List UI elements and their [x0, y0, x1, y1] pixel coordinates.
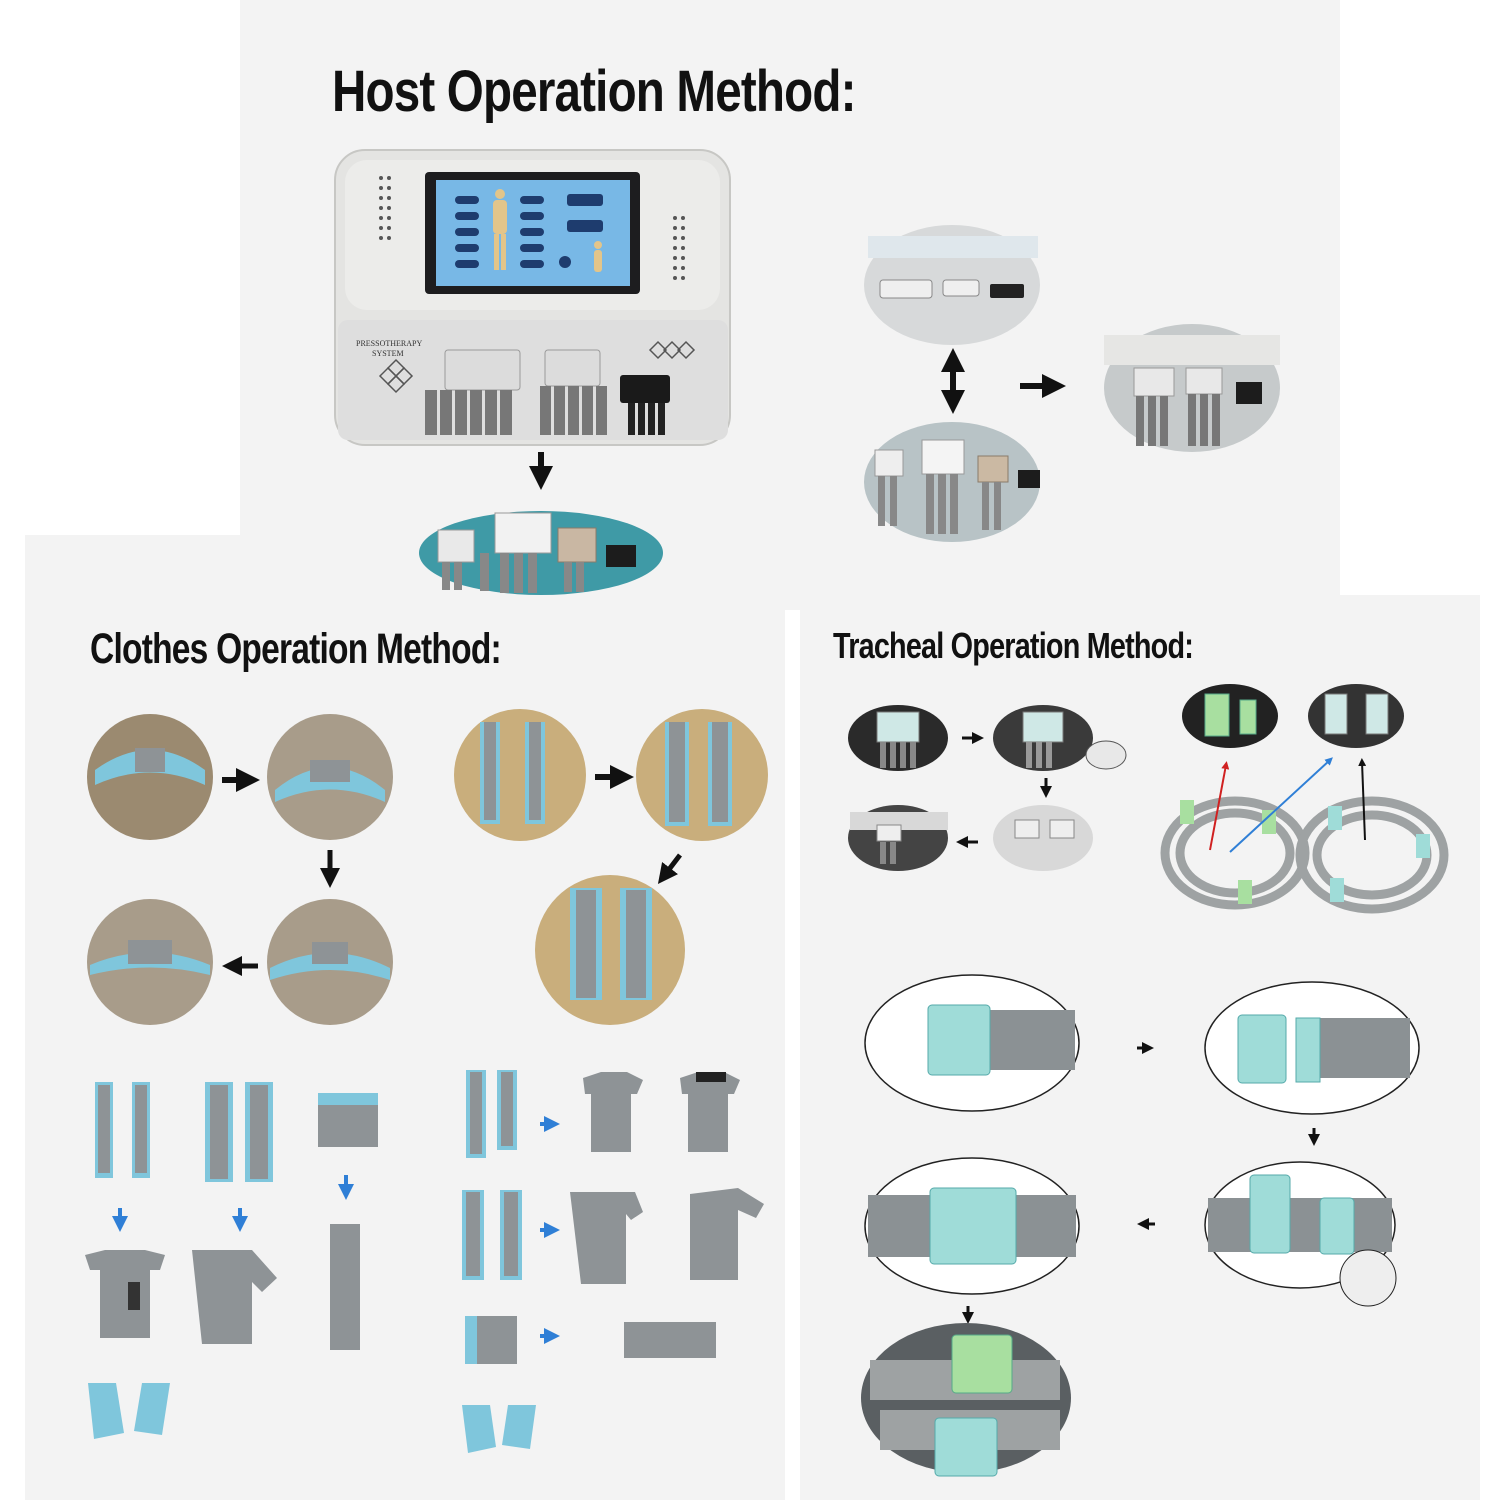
legs-step-2: [636, 709, 768, 841]
coiled-tube-mint-connectors: [1328, 806, 1430, 902]
storage2-wrap-folded: [624, 1322, 716, 1358]
device-pattern-icon: [648, 340, 696, 360]
connector-step-1: [864, 974, 1080, 1112]
storage-leg-long: [205, 1082, 273, 1182]
clothes-heading: Clothes Operation Method:: [90, 625, 502, 673]
jacket-step-3: [267, 899, 393, 1025]
device-label-line1: PRESSOTHERAPY: [356, 339, 422, 348]
host-heading: Host Operation Method:: [332, 59, 856, 124]
connector-step-5: [861, 1323, 1071, 1477]
storage-leg-sleeves: [95, 1082, 150, 1178]
storage2-vest-back: [680, 1072, 740, 1152]
tube-pointer-black: [1358, 758, 1367, 841]
host-connected-closeup: [1104, 324, 1280, 452]
storage2-legs: [462, 1190, 522, 1280]
jacket-step-2: [267, 714, 393, 840]
storage2-boots: [462, 1405, 536, 1453]
device-label-line2: SYSTEM: [372, 349, 404, 358]
mint-connector-closeup: [1308, 684, 1404, 748]
coiled-tube-green: [1160, 796, 1310, 910]
storage-boots: [88, 1383, 170, 1439]
tracheal-heading: Tracheal Operation Method:: [833, 625, 1194, 666]
storage2-coat: [690, 1188, 764, 1280]
connector-step-2: [1204, 981, 1420, 1115]
storage2-pants: [570, 1192, 643, 1284]
connector-step-4: [864, 1157, 1080, 1295]
connector-step-3: [1204, 1161, 1397, 1307]
tube-pointer-red: [1209, 761, 1230, 851]
storage-waist-wrap: [318, 1093, 378, 1147]
tube-step-4: [848, 805, 948, 871]
host-ports-closeup: [864, 225, 1040, 345]
storage2-wrap: [465, 1316, 517, 1364]
device-logo-icon: [378, 358, 414, 394]
storage2-vest: [583, 1072, 643, 1152]
legs-step-1: [454, 709, 586, 841]
tube-step-3: [993, 805, 1093, 871]
tube-pointer-blue: [1229, 757, 1333, 853]
coiled-tube-green-connectors: [1180, 800, 1276, 904]
host-plugs-closeup: [864, 422, 1040, 542]
legs-arrow-2: [657, 853, 682, 884]
tube-step-2: [993, 705, 1127, 771]
storage-jacket-folded: [85, 1250, 165, 1338]
storage-wrap-folded: [330, 1224, 360, 1350]
tube-step-1: [848, 705, 948, 771]
storage2-sleeves: [466, 1070, 517, 1158]
jacket-step-4: [87, 899, 213, 1025]
jacket-step-1: [87, 714, 213, 840]
storage-pants-folded: [192, 1250, 277, 1344]
host-connectors-closeup: [419, 511, 663, 595]
green-connector-closeup: [1182, 684, 1278, 748]
pressotherapy-device: PRESSOTHERAPY SYSTEM: [334, 149, 731, 446]
legs-step-3: [535, 875, 685, 1025]
